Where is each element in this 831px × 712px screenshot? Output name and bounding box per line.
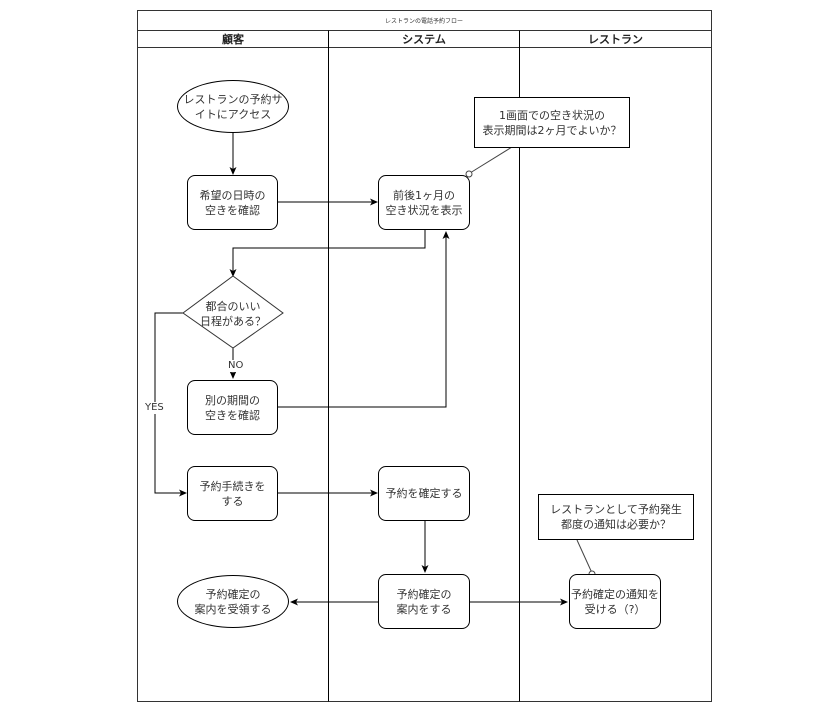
lane-header-system: システム [402, 32, 446, 46]
edge-label-no: NO [228, 360, 244, 372]
node-send-confirm[interactable]: 予約確定の 案内をする [378, 574, 470, 629]
node-access-site[interactable]: レストランの予約サ イトにアクセス [177, 80, 289, 133]
note-connector-display-period [469, 146, 513, 174]
decision-good-date[interactable] [182, 275, 284, 349]
note-notify-each[interactable]: レストランとして予約発生 都度の通知は必要か？ [538, 494, 694, 540]
node-check-other[interactable]: 別の期間の 空きを確認 [187, 380, 278, 435]
lane-header-restaurant: レストラン [588, 32, 643, 46]
lane-header-customer: 顧客 [222, 32, 244, 46]
edge-show-to-decision [229, 230, 426, 277]
decision-good-date-text: 都合のいい 日程がある？ [200, 300, 266, 328]
node-receive-notice[interactable]: 予約確定の通知を 受ける（?） [569, 574, 661, 629]
node-confirm-booking[interactable]: 予約を確定する [378, 466, 470, 521]
node-receive-confirm[interactable]: 予約確定の 案内を受領する [177, 575, 289, 628]
note-anchor-display-period [465, 170, 473, 178]
note-connector-notify [576, 539, 593, 574]
node-show-availability[interactable]: 前後1ヶ月の 空き状況を表示 [378, 175, 470, 230]
edge-other-to-show [278, 231, 450, 408]
node-do-booking[interactable]: 予約手続きを する [187, 466, 278, 521]
edge-label-yes: YES [145, 402, 164, 414]
pool-title: レストランの電話予約フロー [384, 17, 463, 25]
note-display-period[interactable]: 1画面での空き状況の 表示期間は2ヶ月でよいか？ [474, 97, 630, 148]
node-check-desired[interactable]: 希望の日時の 空きを確認 [187, 175, 278, 230]
